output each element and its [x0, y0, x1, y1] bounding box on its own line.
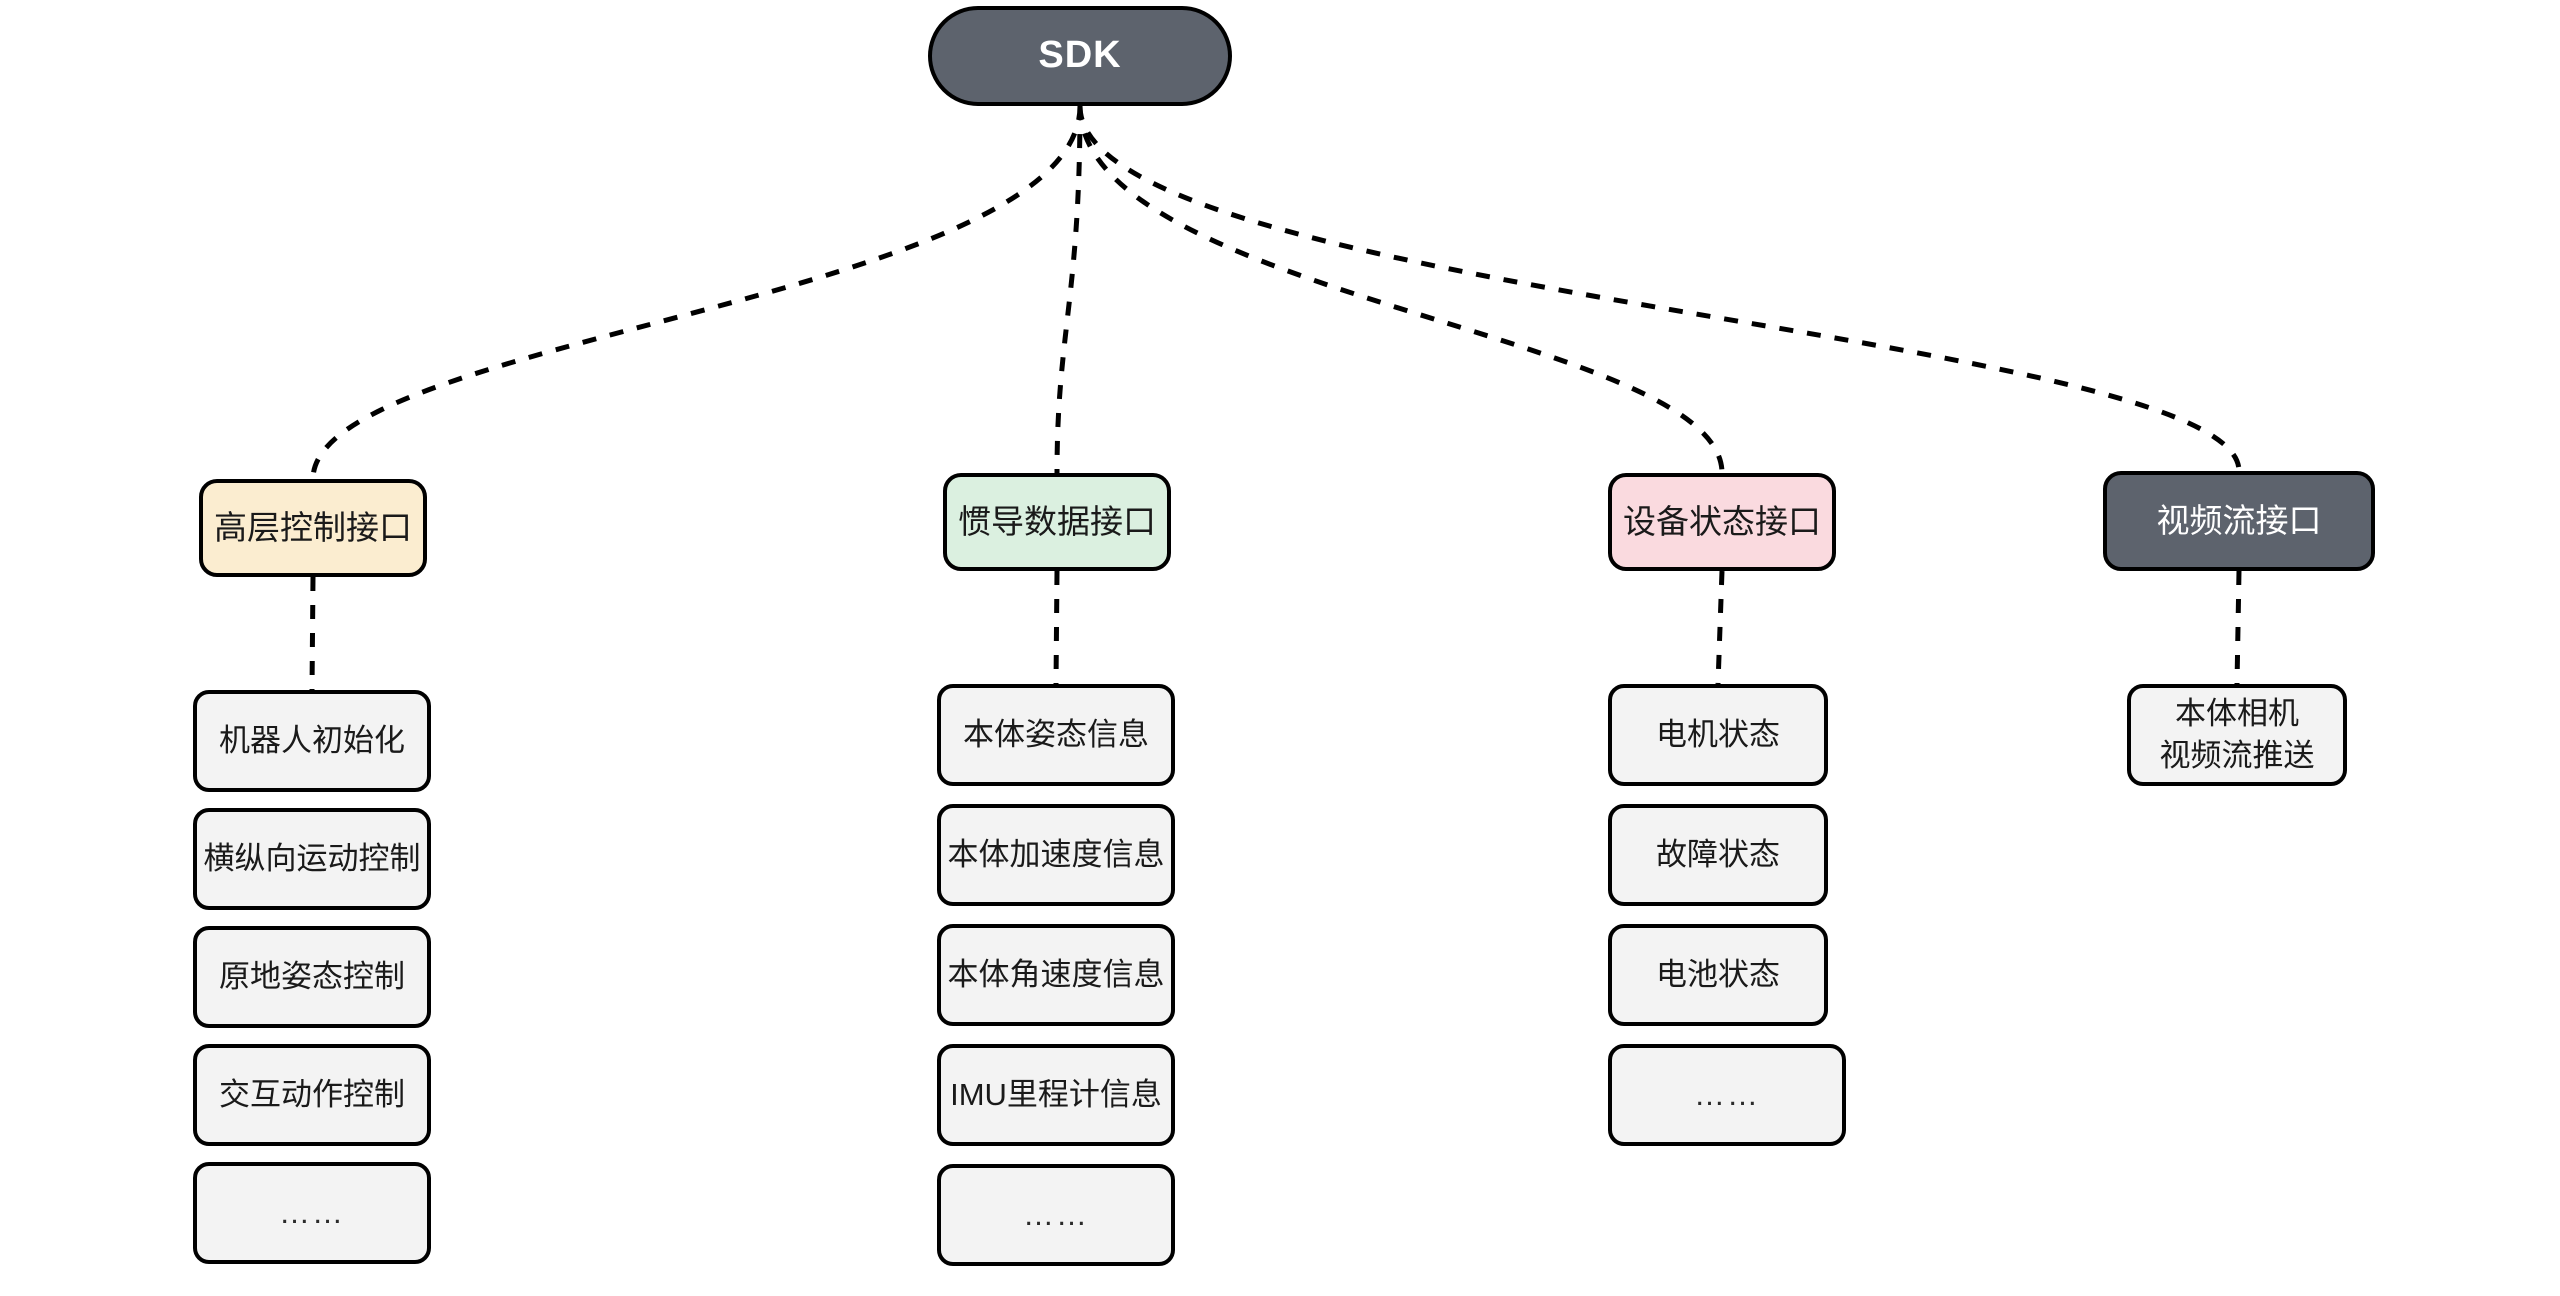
leaf-label: 本体姿态信息	[963, 717, 1149, 753]
node-category-high-level-control[interactable]: 高层控制接口	[199, 479, 427, 577]
node-leaf-high-level-control-1[interactable]: 横纵向运动控制	[193, 808, 431, 910]
node-sdk-root[interactable]: SDK	[928, 6, 1232, 106]
leaf-label: 本体相机 视频流推送	[2159, 696, 2315, 773]
leaf-label: ……	[1023, 1197, 1089, 1233]
leaf-label: 故障状态	[1656, 837, 1780, 873]
node-leaf-device-status-3[interactable]: ……	[1608, 1044, 1846, 1146]
category-label: 设备状态接口	[1623, 502, 1821, 540]
edge-imu-data-to-first-leaf	[1053, 570, 1060, 685]
node-leaf-imu-data-0[interactable]: 本体姿态信息	[937, 684, 1175, 786]
edge-sdk-to-device-status	[1077, 105, 1725, 474]
category-label: 视频流接口	[2156, 501, 2322, 539]
leaf-label: 本体角速度信息	[947, 957, 1165, 993]
category-label: 高层控制接口	[214, 508, 412, 546]
node-leaf-imu-data-4[interactable]: ……	[937, 1164, 1175, 1266]
edge-device-status-to-first-leaf	[1715, 570, 1725, 685]
leaf-label: ……	[279, 1195, 345, 1231]
node-leaf-video-stream-0[interactable]: 本体相机 视频流推送	[2127, 684, 2347, 786]
node-category-device-status[interactable]: 设备状态接口	[1608, 473, 1836, 571]
edge-high-level-control-to-first-leaf	[309, 576, 316, 691]
leaf-label: 电池状态	[1656, 957, 1780, 993]
node-leaf-high-level-control-3[interactable]: 交互动作控制	[193, 1044, 431, 1146]
leaf-label: 机器人初始化	[219, 723, 405, 759]
node-leaf-high-level-control-4[interactable]: ……	[193, 1162, 431, 1264]
node-leaf-device-status-2[interactable]: 电池状态	[1608, 924, 1828, 1026]
node-leaf-device-status-0[interactable]: 电机状态	[1608, 684, 1828, 786]
node-leaf-high-level-control-2[interactable]: 原地姿态控制	[193, 926, 431, 1028]
edge-sdk-to-imu-data	[1054, 105, 1083, 474]
node-leaf-imu-data-1[interactable]: 本体加速度信息	[937, 804, 1175, 906]
node-category-video-stream[interactable]: 视频流接口	[2103, 471, 2375, 571]
leaf-label: 横纵向运动控制	[203, 841, 421, 877]
edge-sdk-to-high-level-control	[310, 105, 1083, 480]
leaf-label: 原地姿态控制	[219, 959, 405, 995]
edge-video-stream-to-first-leaf	[2234, 570, 2242, 685]
leaf-label: 电机状态	[1656, 717, 1780, 753]
leaf-label: ……	[1694, 1077, 1760, 1113]
leaf-label: 交互动作控制	[219, 1077, 405, 1113]
category-label: 惯导数据接口	[958, 502, 1156, 540]
node-leaf-imu-data-3[interactable]: IMU里程计信息	[937, 1044, 1175, 1146]
node-category-imu-data[interactable]: 惯导数据接口	[943, 473, 1171, 571]
leaf-label: IMU里程计信息	[950, 1077, 1162, 1113]
node-leaf-imu-data-2[interactable]: 本体角速度信息	[937, 924, 1175, 1026]
node-leaf-high-level-control-0[interactable]: 机器人初始化	[193, 690, 431, 792]
leaf-label: 本体加速度信息	[947, 837, 1165, 873]
node-leaf-device-status-1[interactable]: 故障状态	[1608, 804, 1828, 906]
edge-sdk-to-video-stream	[1077, 105, 2242, 472]
